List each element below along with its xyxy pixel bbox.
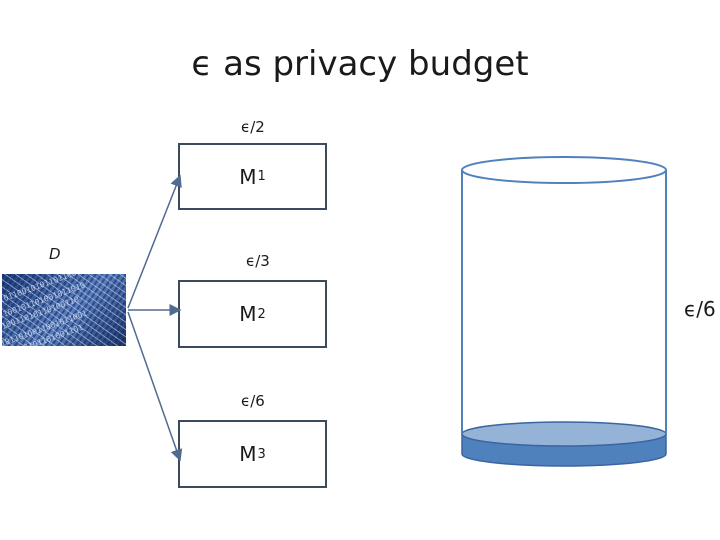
dataset-label: D [49,245,61,263]
budget-label-m1: ϵ/2 [241,118,265,136]
mechanism-label-m3: M [239,442,257,466]
arrow-to-m1 [127,174,182,309]
arrow-to-m3 [127,311,183,462]
budget-label-m2: ϵ/3 [246,252,270,270]
binary-data-icon: 0101100101011011001 1100101101001011010 … [2,274,126,346]
mechanism-label-m1: M [239,164,257,189]
container-budget-label: ϵ/6 [684,297,716,321]
budget-cylinder-icon [461,156,667,467]
mechanism-subscript-m2: 2 [257,306,266,322]
mechanism-subscript-m1: 1 [257,169,266,184]
slide-title: ϵ as privacy budget [191,44,529,84]
mechanism-label-m2: M [239,302,257,326]
budget-label-m3: ϵ/6 [241,392,265,410]
mechanism-subscript-m3: 3 [257,446,266,462]
